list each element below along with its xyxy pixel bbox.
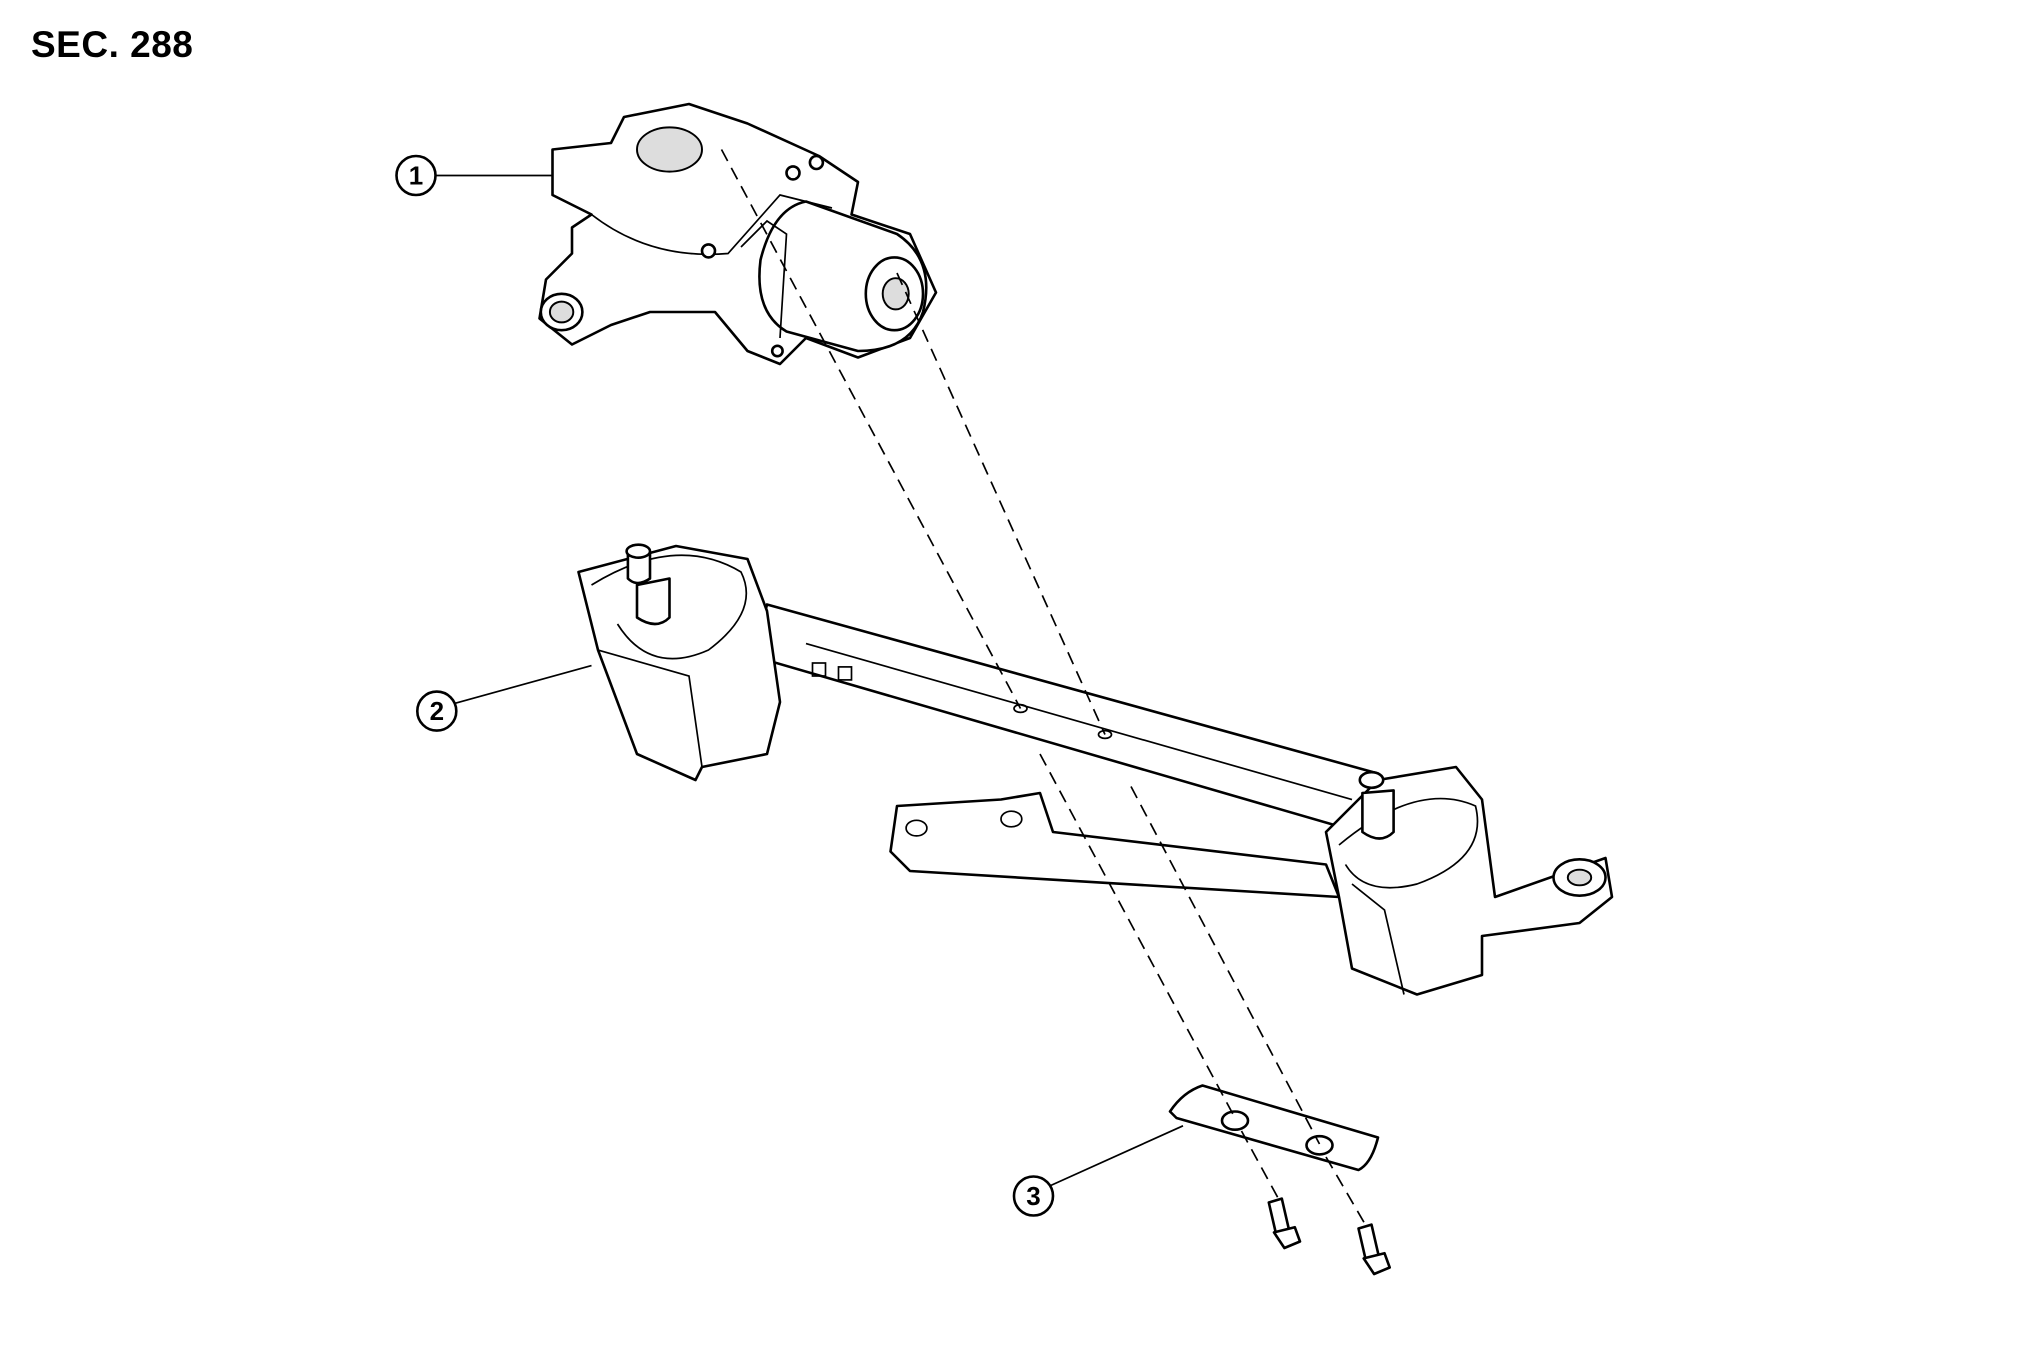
bolt — [1267, 1197, 1302, 1250]
guide-line — [720, 149, 1282, 1203]
motor-bracket — [1168, 1084, 1380, 1172]
wiper-motor — [538, 102, 938, 366]
guide-line — [896, 272, 1369, 1229]
callout-2: 2 — [415, 664, 592, 732]
bolt — [1357, 1223, 1391, 1276]
callout-3: 3 — [1012, 1125, 1184, 1217]
svg-text:3: 3 — [1026, 1181, 1040, 1211]
svg-text:2: 2 — [430, 696, 444, 726]
section-label: SEC. 288 — [31, 24, 194, 65]
wiper-linkage — [577, 543, 1614, 996]
callout-1: 1 — [395, 154, 553, 197]
svg-text:1: 1 — [409, 161, 423, 191]
